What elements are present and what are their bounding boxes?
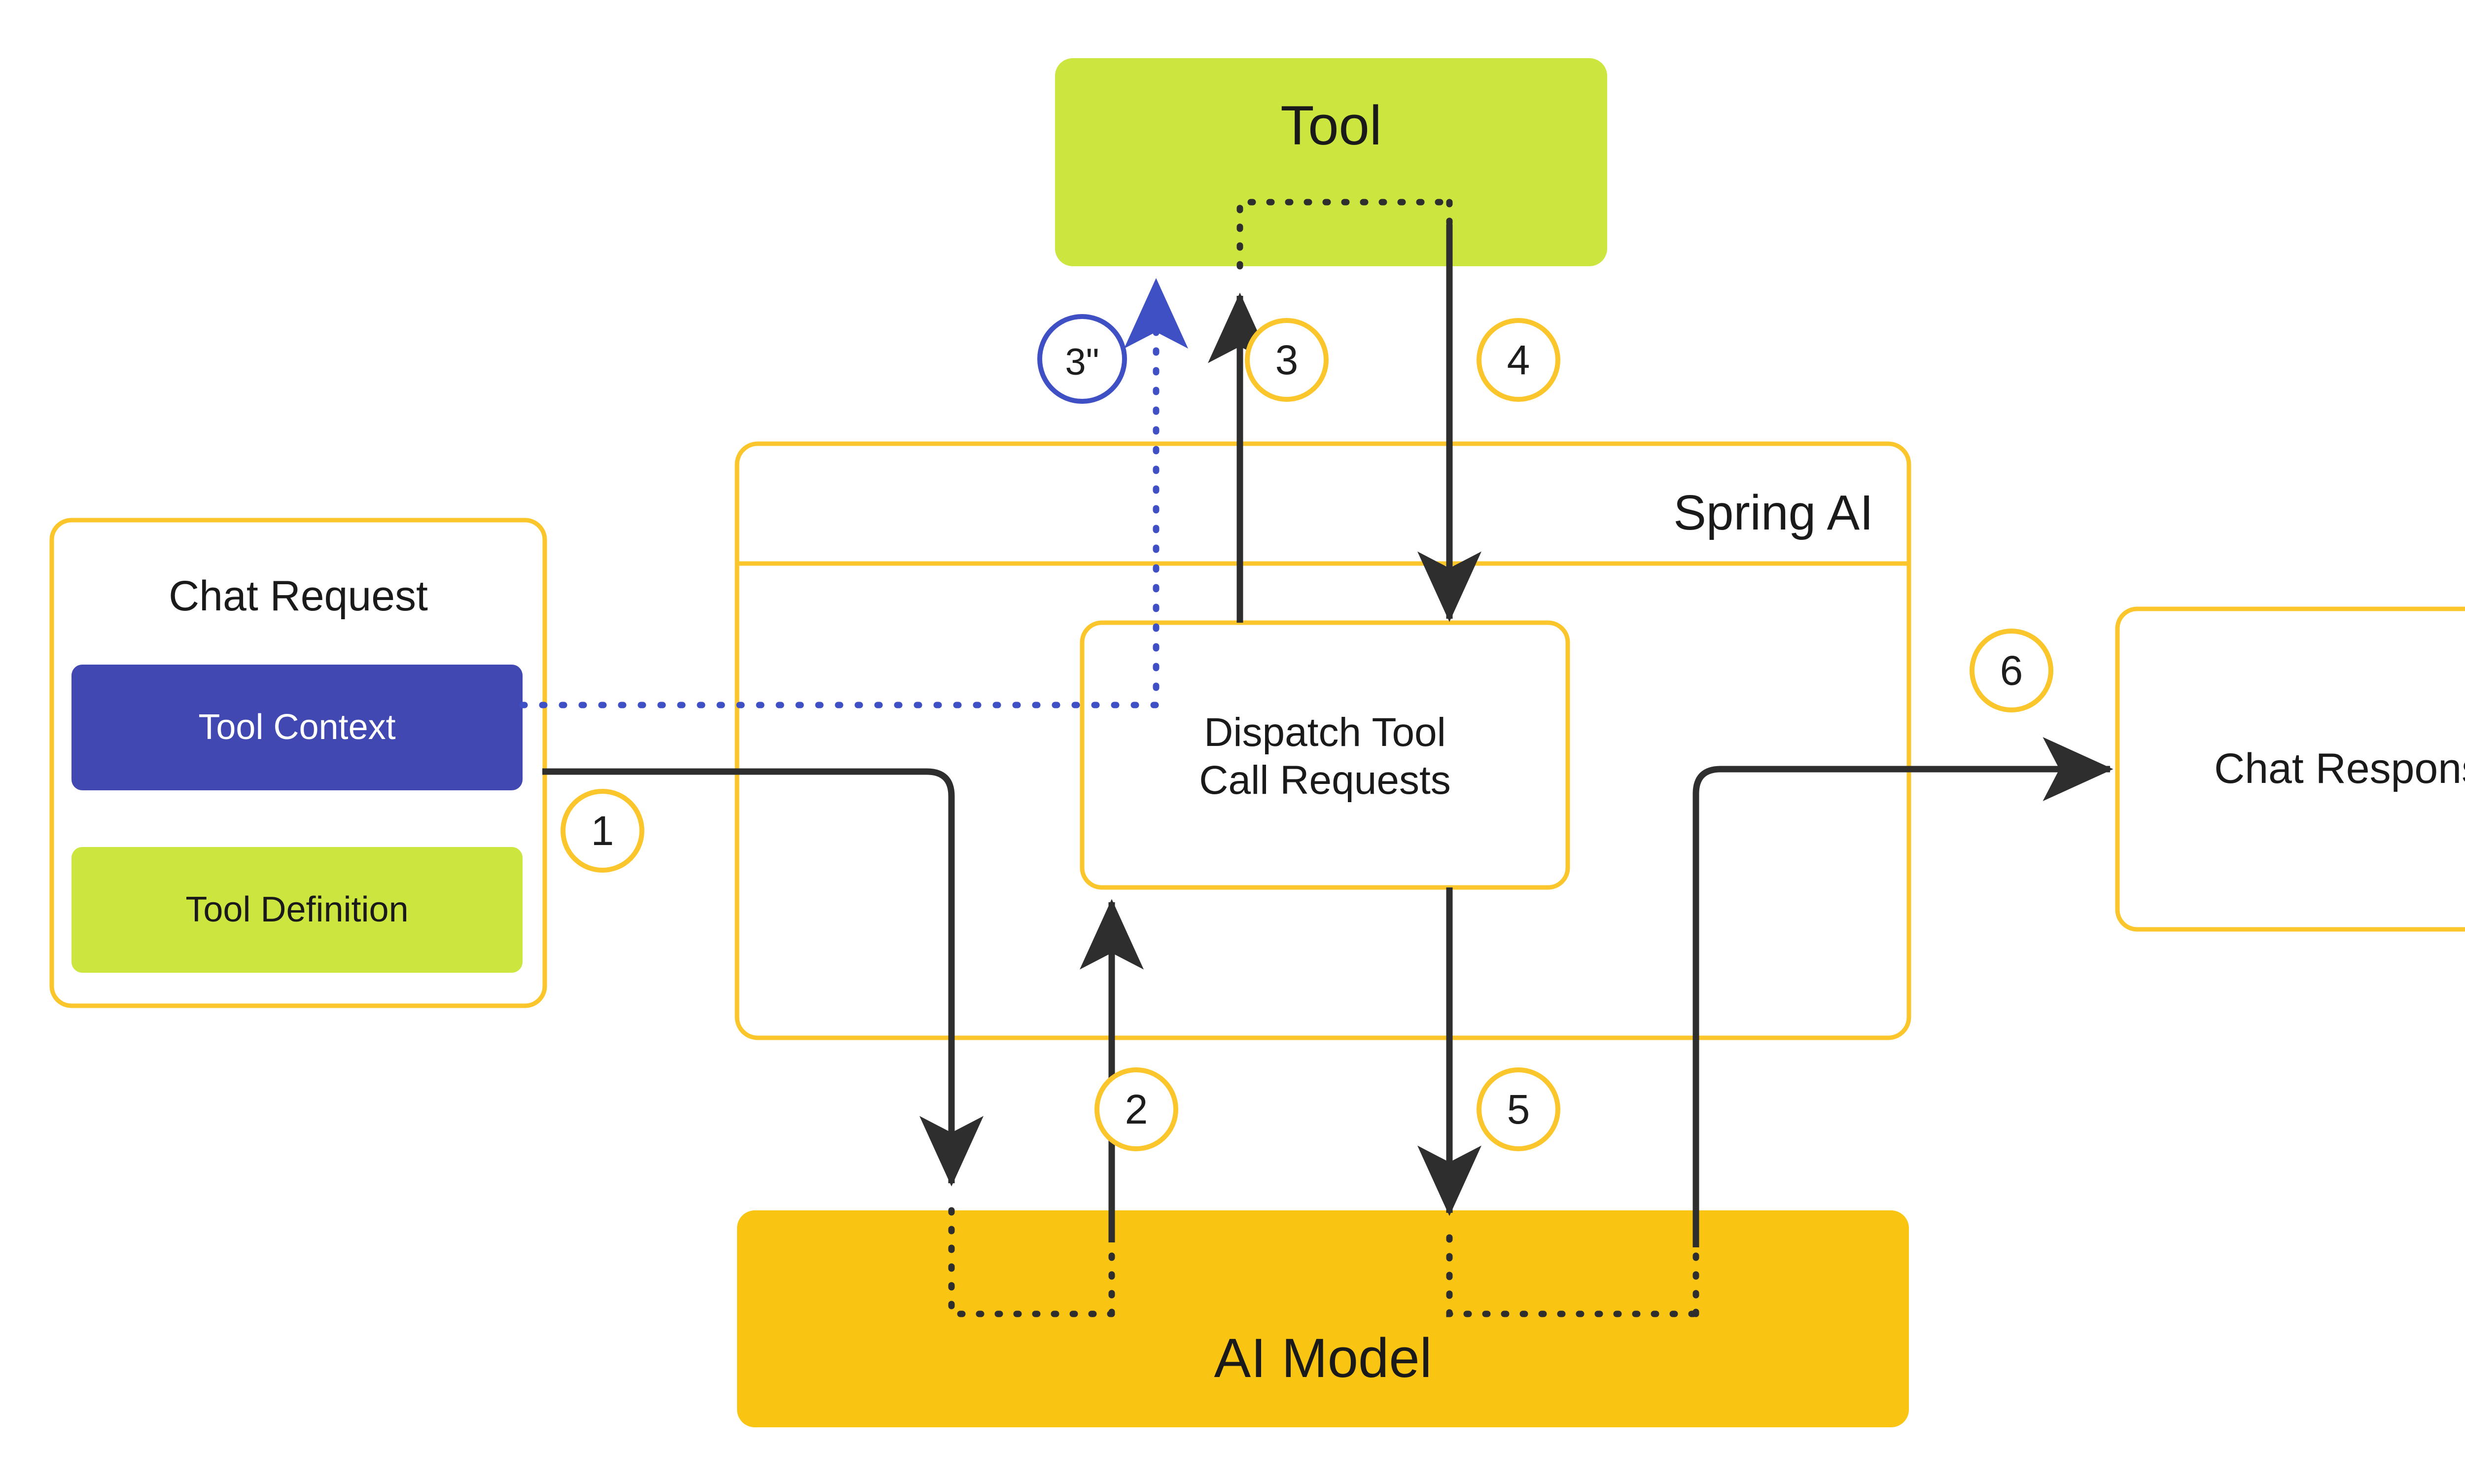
flow-1-request-to-model (542, 768, 984, 1187)
flow-1-dotted-inside-model (948, 1207, 1115, 1317)
step-marker-6-circle (1970, 629, 2053, 712)
step-marker-2-circle (1094, 1067, 1178, 1151)
step-marker-3dq-circle (1037, 314, 1127, 404)
step-marker-4-circle (1477, 318, 1560, 402)
flow-6-model-to-response (1692, 737, 2113, 1247)
flow-5-dotted-inside-model (1446, 1234, 1699, 1317)
step-marker-3-circle (1245, 318, 1329, 402)
ai-model-box (737, 1210, 1909, 1427)
step-marker-1-circle (561, 789, 644, 873)
chat-response-box (2115, 606, 2465, 932)
step-marker-5-circle (1477, 1067, 1560, 1151)
flow-3dq-context-path (519, 302, 1160, 708)
flow-3-dotted-inside-tool (1236, 199, 1453, 270)
tool-context-chip (71, 665, 523, 790)
tool-box (1055, 58, 1607, 266)
dispatch-tool-box (1080, 620, 1570, 890)
tool-definition-chip (71, 847, 523, 973)
